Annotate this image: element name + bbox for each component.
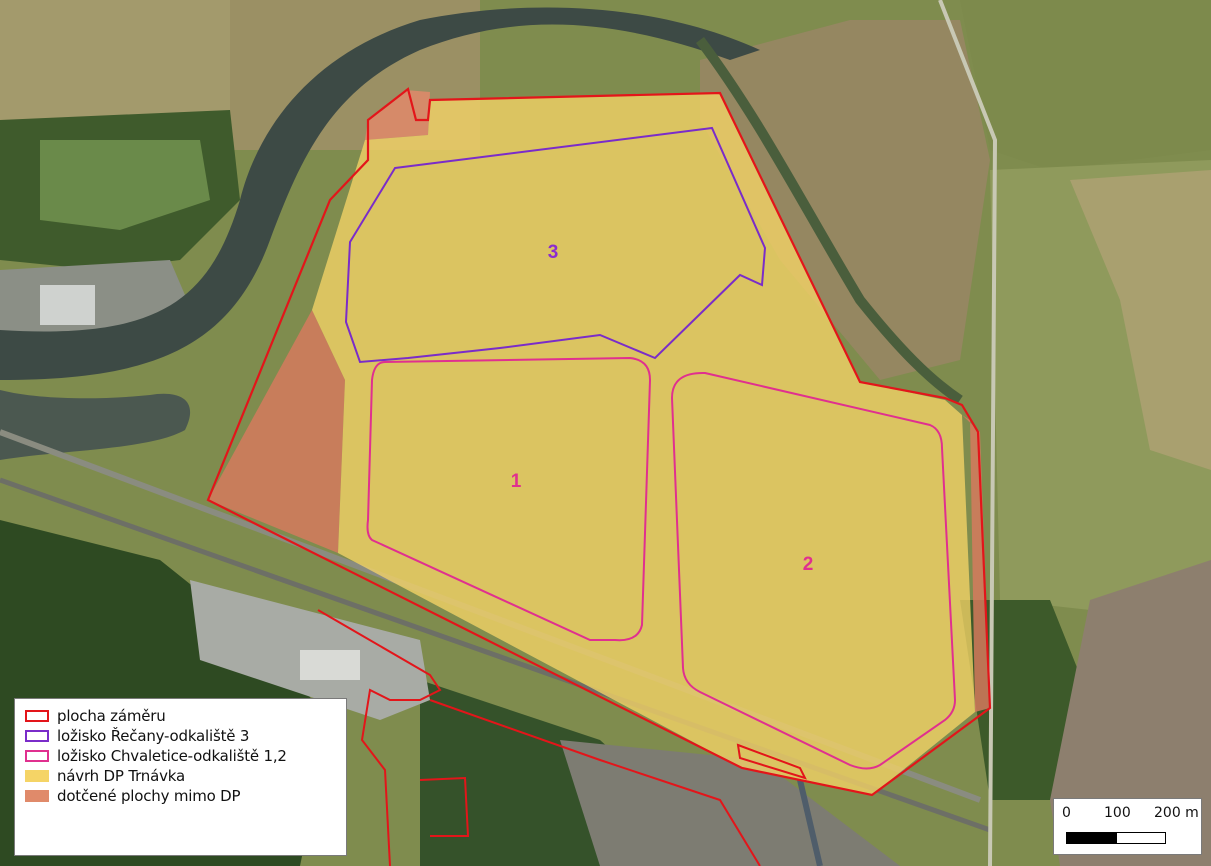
- scale-segment-black: [1066, 832, 1117, 844]
- zone-label-3: 3: [548, 242, 559, 263]
- legend-swatch-pink-outline: [25, 750, 49, 762]
- legend-label: ložisko Chvaletice-odkaliště 1,2: [57, 747, 287, 765]
- legend-label: plocha záměru: [57, 707, 166, 725]
- deposit-recany-3-outline: [344, 126, 767, 364]
- legend-item-chvaletice-deposit: ložisko Chvaletice-odkaliště 1,2: [25, 746, 336, 766]
- affected-area-outside-dp: [208, 310, 345, 553]
- deposit-chvaletice-2-outline: [670, 371, 957, 770]
- project-area-outline-south: [317, 609, 442, 866]
- deposit-chvaletice-1-outline: [366, 356, 652, 642]
- project-area-outline-bridge: [736, 743, 807, 780]
- project-area-outline-south: [419, 776, 470, 837]
- map-legend: plocha záměru ložisko Řečany-odkaliště 3…: [14, 698, 347, 856]
- legend-item-recany-deposit: ložisko Řečany-odkaliště 3: [25, 726, 336, 746]
- scale-bar: 0 100 200 m: [1053, 798, 1202, 855]
- legend-swatch-orange-fill: [25, 790, 49, 802]
- project-area-outline-south: [429, 699, 761, 866]
- affected-area-outside-dp: [962, 415, 990, 712]
- proposed-dp-trnavka: [312, 93, 975, 795]
- legend-label: ložisko Řečany-odkaliště 3: [57, 727, 250, 745]
- legend-label: dotčené plochy mimo DP: [57, 787, 241, 805]
- legend-swatch-purple-outline: [25, 730, 49, 742]
- scale-tick-0: 0: [1062, 805, 1071, 821]
- scale-tick-200: 200 m: [1154, 805, 1199, 821]
- affected-area-outside-dp: [365, 90, 430, 140]
- scale-tick-100: 100: [1104, 805, 1131, 821]
- legend-swatch-red-outline: [25, 710, 49, 722]
- legend-item-project-area: plocha záměru: [25, 706, 336, 726]
- legend-item-affected-areas: dotčené plochy mimo DP: [25, 786, 336, 806]
- legend-label: návrh DP Trnávka: [57, 767, 185, 785]
- zone-label-1: 1: [511, 471, 522, 492]
- project-area-outline: [206, 87, 992, 797]
- legend-swatch-yellow-fill: [25, 770, 49, 782]
- scale-segment-white: [1116, 832, 1166, 844]
- legend-item-dp-trnavka: návrh DP Trnávka: [25, 766, 336, 786]
- zone-label-2: 2: [803, 554, 814, 575]
